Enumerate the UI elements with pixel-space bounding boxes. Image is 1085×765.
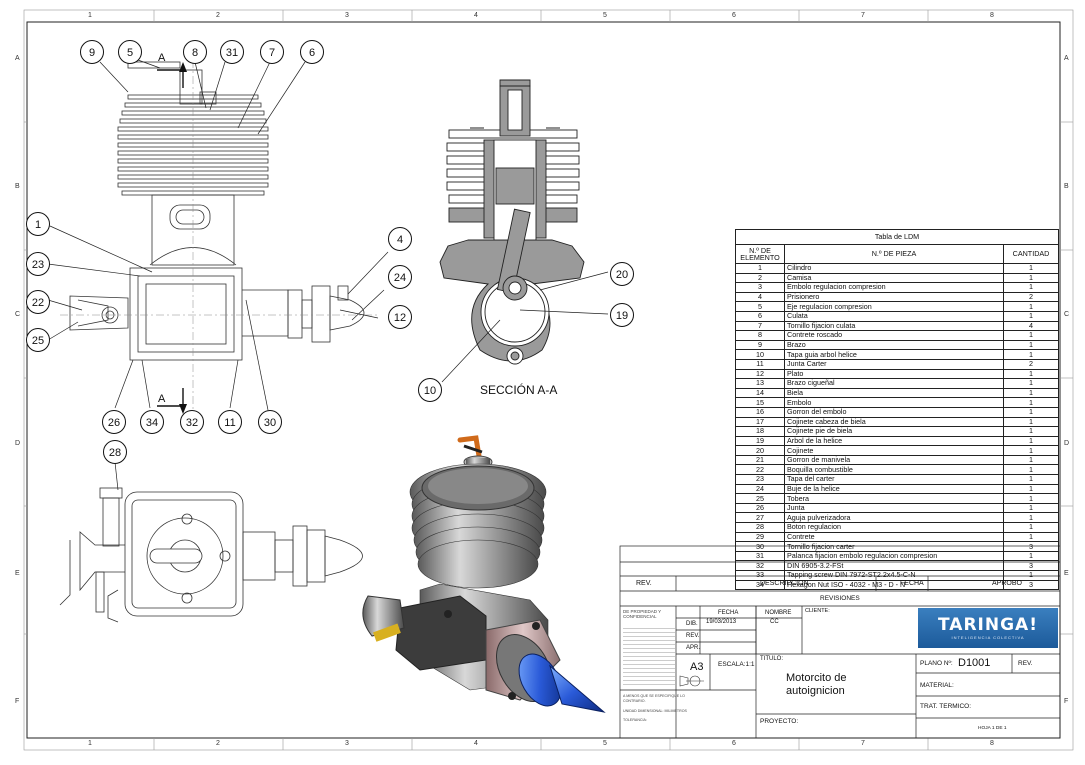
bom-cell-qty: 3: [1003, 579, 1059, 591]
zone-bottom-4: 4: [474, 740, 478, 747]
fine-print: [623, 625, 675, 685]
drawing-title-line1: Motorcito de: [786, 672, 847, 684]
propiedad-label: DE PROPIEDAD Y CONFIDENCIAL: [623, 609, 662, 619]
apr-row-label: APR.: [686, 645, 701, 651]
descripcion-header: DESCRIPCION: [760, 580, 809, 587]
tolerancia-label: TOLERANCIA:: [623, 718, 647, 722]
aprobo-header: APROBO: [992, 580, 1022, 587]
engine-render: [362, 435, 606, 713]
balloon-20: 20: [610, 262, 634, 286]
balloon-8: 8: [183, 40, 207, 64]
taringa-logo: TARINGA! INTELIGENCIA COLECTIVA: [918, 608, 1058, 648]
balloon-26: 26: [102, 410, 126, 434]
logo-subtext: INTELIGENCIA COLECTIVA: [951, 635, 1025, 640]
zone-bottom-5: 5: [603, 740, 607, 747]
balloon-12: 12: [388, 305, 412, 329]
section-marker-bottom: A: [158, 393, 166, 405]
zone-right-A: A: [1064, 55, 1069, 62]
zone-left-B: B: [15, 183, 20, 190]
fecha-header: FECHA: [900, 580, 924, 587]
rev-header: REV.: [636, 580, 652, 587]
balloon-6: 6: [300, 40, 324, 64]
bom-header-qty: CANTIDAD: [1003, 244, 1059, 264]
zone-right-E: E: [1064, 570, 1069, 577]
proyecto-label: PROYECTO:: [760, 718, 799, 725]
zone-left-F: F: [15, 698, 20, 705]
zone-right-C: C: [1064, 311, 1070, 318]
dib-label: DIB.: [686, 621, 698, 627]
fecha-col: FECHA: [718, 610, 739, 616]
balloon-22: 22: [26, 290, 50, 314]
zone-top-1: 1: [88, 12, 92, 19]
zone-bottom-6: 6: [732, 740, 736, 747]
nombre-col: NOMBRE: [765, 610, 792, 616]
balloon-1: 1: [26, 212, 50, 236]
zone-top-6: 6: [732, 12, 736, 19]
zone-right-F: F: [1064, 698, 1069, 705]
balloon-25: 25: [26, 328, 50, 352]
balloon-32: 32: [180, 410, 204, 434]
balloon-7: 7: [260, 40, 284, 64]
balloon-9: 9: [80, 40, 104, 64]
side-view: [59, 487, 363, 623]
zone-right-D: D: [1064, 440, 1070, 447]
bom-header-element: N.º DE ELEMENTO: [735, 244, 785, 264]
logo-text: TARINGA!: [938, 615, 1038, 635]
zone-top-4: 4: [474, 12, 478, 19]
zone-bottom-2: 2: [216, 740, 220, 747]
rev-label: REV.: [1018, 660, 1033, 667]
drawing-title-line2: autoignicion: [786, 685, 845, 697]
balloon-11: 11: [218, 410, 242, 434]
balloon-24: 24: [388, 265, 412, 289]
plano-label: PLANO Nº:: [920, 660, 953, 667]
section-view: [439, 79, 585, 365]
zone-top-3: 3: [345, 12, 349, 19]
balloon-5: 5: [118, 40, 142, 64]
zone-bottom-7: 7: [861, 740, 865, 747]
zone-left-E: E: [15, 570, 20, 577]
hoja-label: HOJA 1 DE 1: [978, 726, 1007, 731]
balloon-28: 28: [103, 440, 127, 464]
dib-fecha: 19/03/2013: [706, 619, 737, 625]
zone-right-B: B: [1064, 183, 1069, 190]
balloon-31: 31: [220, 40, 244, 64]
note-1: A MENOS QUE SE ESPECIFIQUE LO CONTRARIO.: [623, 694, 685, 703]
zone-left-C: C: [15, 311, 21, 318]
bom-table: Tabla de LDM N.º DE ELEMENTO N.º DE PIEZ…: [735, 229, 1059, 591]
section-label: SECCIÓN A-A: [480, 383, 558, 397]
zone-top-5: 5: [603, 12, 607, 19]
sheet-size: A3: [690, 661, 704, 673]
zone-top-8: 8: [990, 12, 994, 19]
zone-left-D: D: [15, 440, 21, 447]
balloon-4: 4: [388, 227, 412, 251]
balloon-19: 19: [610, 303, 634, 327]
zone-top-2: 2: [216, 12, 220, 19]
zone-left-A: A: [15, 55, 20, 62]
section-marker-top: A: [158, 52, 166, 64]
revisiones-label: REVISIONES: [820, 595, 860, 602]
zone-top-7: 7: [861, 12, 865, 19]
titulo-label: TITULO:: [760, 656, 784, 662]
balloon-10: 10: [418, 378, 442, 402]
rev-row-label: REV.: [686, 633, 700, 639]
zone-bottom-1: 1: [88, 740, 92, 747]
trat-label: TRAT. TERMICO:: [920, 703, 972, 710]
zone-bottom-8: 8: [990, 740, 994, 747]
dib-nombre: CC: [770, 619, 779, 625]
plano-value: D1001: [958, 657, 991, 669]
balloon-23: 23: [26, 252, 50, 276]
material-label: MATERIAL:: [920, 682, 954, 689]
note-2: UNIDAD DIMENSIONAL: MILIMETROS: [623, 709, 687, 713]
zone-bottom-3: 3: [345, 740, 349, 747]
balloon-30: 30: [258, 410, 282, 434]
escala-label: ESCALA:1:1: [718, 661, 755, 668]
balloon-34: 34: [140, 410, 164, 434]
cliente-label: CLIENTE:: [805, 608, 830, 614]
